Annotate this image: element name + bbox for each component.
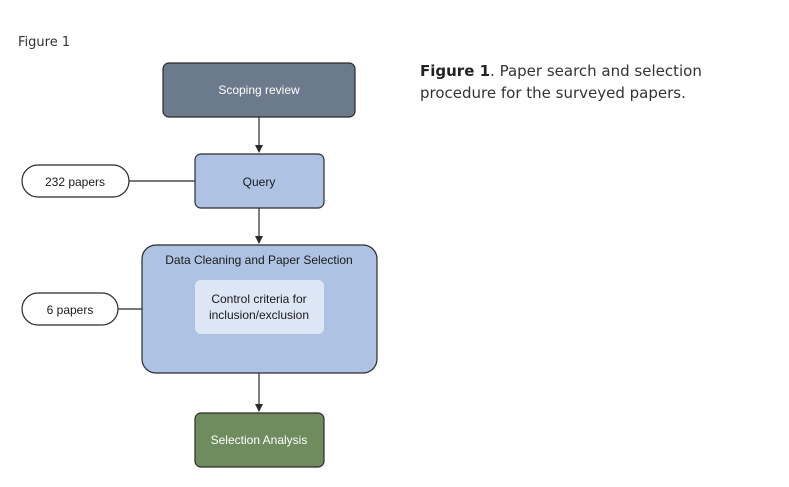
data-cleaning-node: Data Cleaning and Paper Selection Contro… xyxy=(141,244,378,374)
figure-caption: Figure 1. Paper search and selection pro… xyxy=(420,60,780,104)
query-label: Query xyxy=(243,175,276,189)
papers-232-label: 232 papers xyxy=(45,175,105,189)
selection-analysis-box xyxy=(194,412,325,468)
papers-232-node: 232 papers xyxy=(21,164,130,198)
caption-text: . Paper search and selection procedure f… xyxy=(420,62,702,102)
figure-label: Figure 1 xyxy=(18,35,71,50)
data-cleaning-label: Data Cleaning and Paper Selection xyxy=(165,253,352,267)
papers-232-pill xyxy=(21,164,130,198)
control-criteria-label-line2: inclusion/exclusion xyxy=(209,308,309,322)
query-node: Query xyxy=(194,153,325,209)
control-criteria-label-line1: Control criteria for xyxy=(211,292,306,306)
selection-analysis-node: Selection Analysis xyxy=(194,412,325,468)
caption-figure-number: Figure 1 xyxy=(420,62,491,80)
selection-analysis-label: Selection Analysis xyxy=(211,433,308,447)
query-box xyxy=(194,153,325,209)
scoping-review-node: Scoping review xyxy=(162,62,356,118)
papers-6-label: 6 papers xyxy=(47,303,94,317)
control-criteria-box xyxy=(195,280,324,334)
papers-6-pill xyxy=(21,292,119,326)
scoping-review-box xyxy=(162,62,356,118)
scoping-review-label: Scoping review xyxy=(218,83,300,97)
papers-6-node: 6 papers xyxy=(21,292,119,326)
